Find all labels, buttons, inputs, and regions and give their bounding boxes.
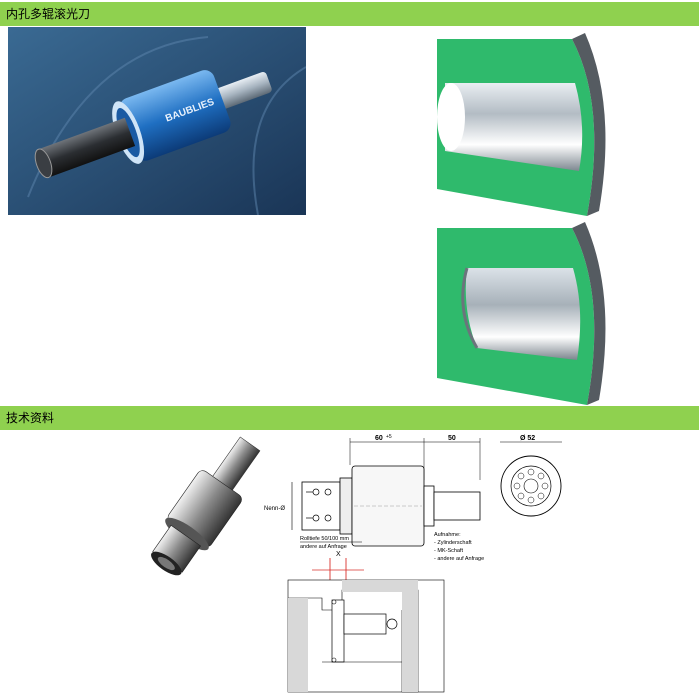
section-header-bar: 内孔多辊滚光刀: [0, 2, 699, 26]
dimension-length-main: 60: [375, 435, 383, 442]
label-roll-depth-note: andere auf Anfrage: [300, 544, 347, 550]
label-shank-title: Aufnahme:: [434, 532, 461, 538]
workpiece-section-illustration: [437, 220, 607, 405]
technical-drawing: 60 +5 50 Nenn-Ø Rolltiefe 50/100 mm ande…: [262, 430, 562, 695]
label-roll-depth: Rolltiefe 50/100 mm: [300, 536, 349, 542]
section-title: 技术资料: [6, 411, 55, 425]
dimension-tolerance: +5: [386, 434, 392, 440]
workpiece-section-illustration: [437, 31, 607, 216]
dimension-length-shank: 50: [448, 435, 456, 442]
label-shank-option: - andere auf Anfrage: [434, 556, 484, 562]
section-header-bar: 技术资料: [0, 406, 699, 430]
section-title: 内孔多辊滚光刀: [6, 7, 91, 21]
product-photo: BAUBLIES: [8, 27, 307, 216]
tool-perspective-drawing: [130, 430, 280, 592]
section-marker: X: [336, 551, 341, 558]
tool-end-view-drawing: Ø 52: [492, 432, 570, 524]
label-shank-option: - MK-Schaft: [434, 548, 464, 554]
label-shank-option: - Zylinderschaft: [434, 540, 472, 546]
dimension-diameter: Ø 52: [520, 435, 535, 442]
label-nominal-diameter: Nenn-Ø: [264, 506, 285, 512]
